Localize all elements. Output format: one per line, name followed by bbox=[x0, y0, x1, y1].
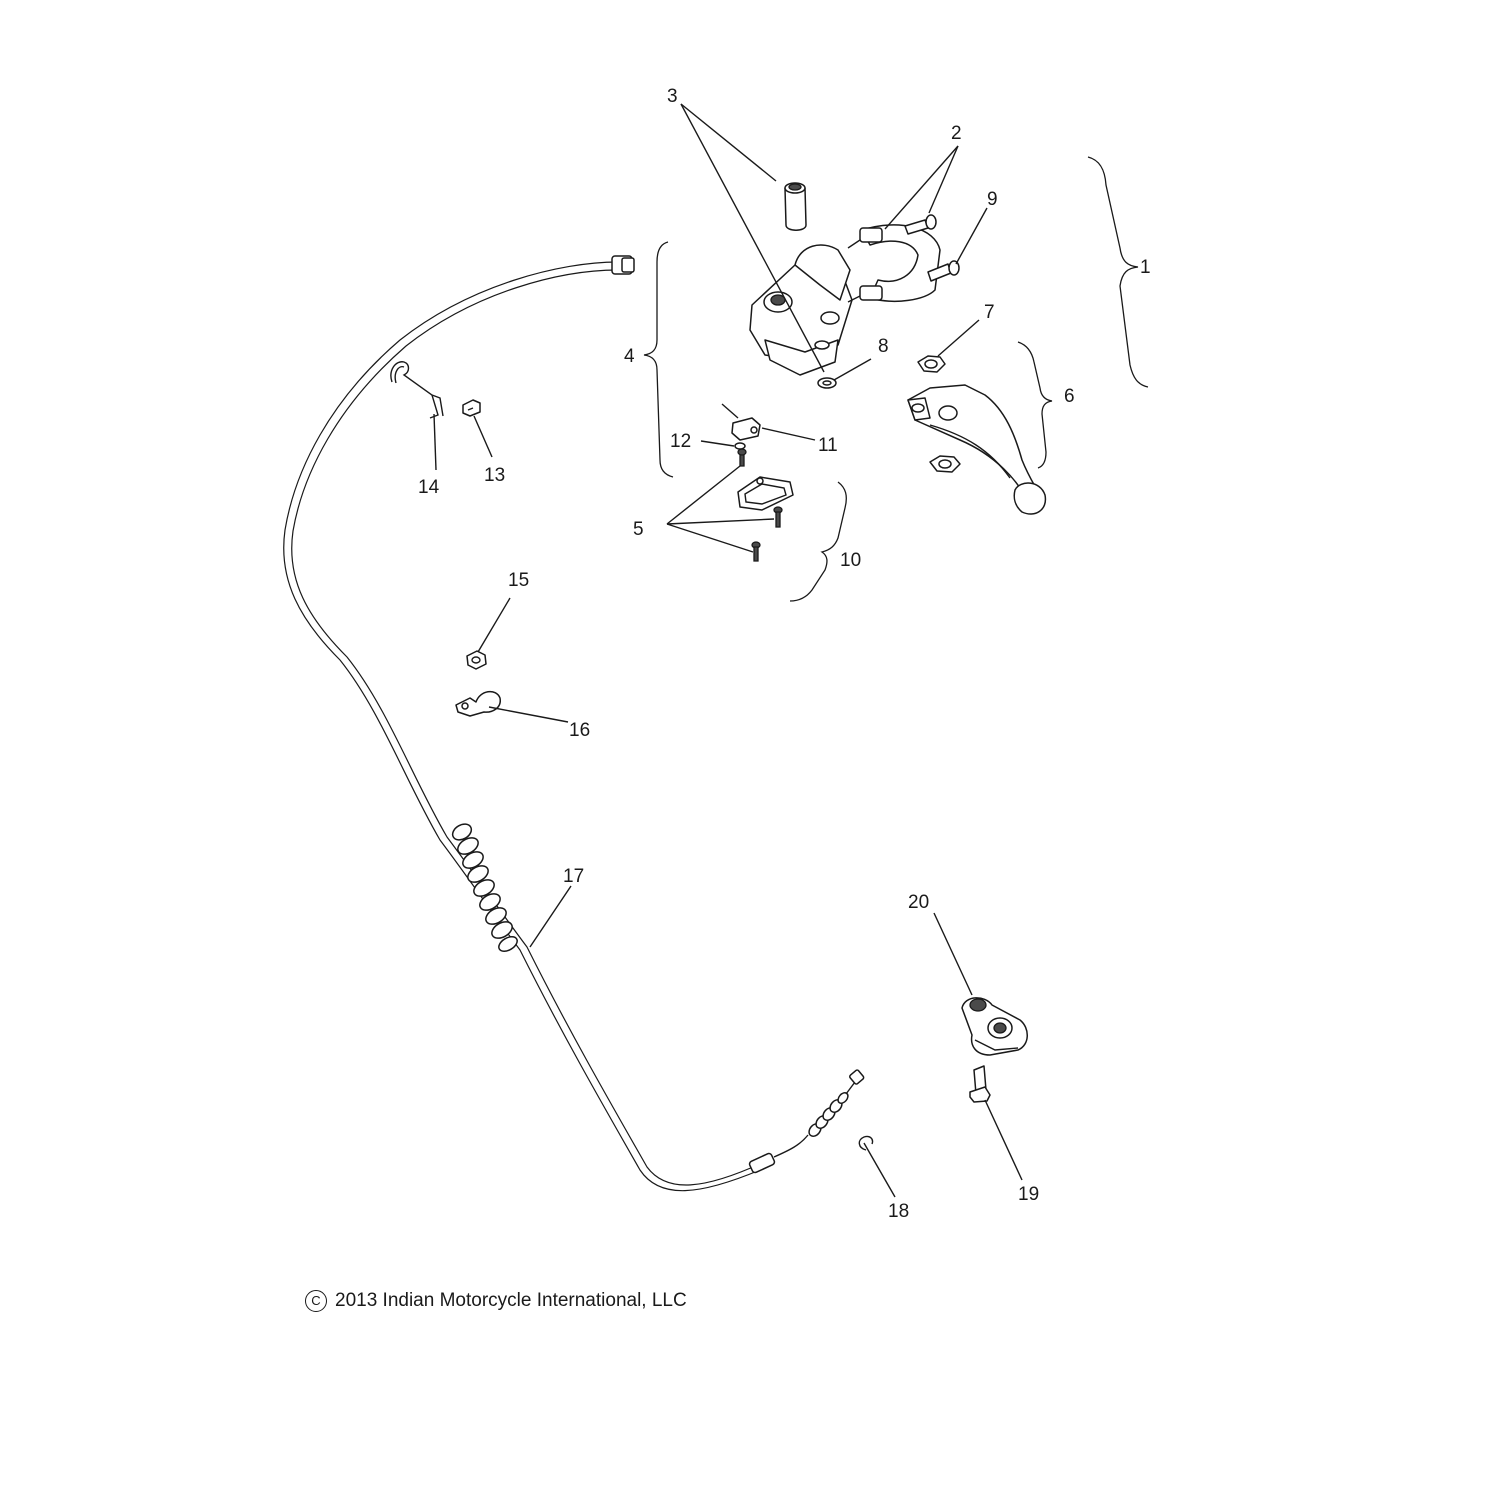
brace-4 bbox=[643, 241, 674, 478]
cover-screw-a bbox=[773, 506, 783, 528]
brace-1 bbox=[1087, 156, 1149, 388]
callout-7: 7 bbox=[984, 302, 995, 323]
switch-screw bbox=[734, 442, 747, 467]
clutch-switch bbox=[721, 403, 761, 441]
perch-cover bbox=[737, 476, 794, 511]
release-arm bbox=[961, 997, 1028, 1056]
leader-lines bbox=[433, 103, 1023, 1198]
callout-15: 15 bbox=[508, 570, 529, 591]
lever-perch bbox=[749, 244, 853, 376]
callout-16: 16 bbox=[569, 720, 590, 741]
cable-hook bbox=[390, 361, 444, 419]
callout-labels: 1 2 3 4 5 6 7 8 9 10 11 12 13 14 15 16 1… bbox=[418, 86, 1151, 1222]
callout-1: 1 bbox=[1140, 257, 1151, 278]
callout-8: 8 bbox=[878, 336, 889, 357]
washer bbox=[817, 377, 837, 389]
brace-10 bbox=[789, 481, 847, 602]
callout-19: 19 bbox=[1018, 1184, 1039, 1205]
callout-12: 12 bbox=[670, 431, 691, 452]
cable-clamp bbox=[455, 690, 501, 717]
callout-20: 20 bbox=[908, 892, 929, 913]
brace-6 bbox=[1017, 341, 1053, 469]
callout-14: 14 bbox=[418, 477, 440, 498]
copyright-notice: C 2013 Indian Motorcycle International, L… bbox=[305, 1290, 687, 1312]
clamp-screw-9 bbox=[927, 260, 960, 282]
hook-screw bbox=[462, 399, 481, 417]
release-arm-bolt bbox=[969, 1065, 991, 1103]
clutch-lever bbox=[907, 384, 1047, 515]
callout-10: 10 bbox=[840, 550, 861, 571]
callout-4: 4 bbox=[624, 346, 635, 367]
callout-5: 5 bbox=[633, 519, 644, 540]
callout-18: 18 bbox=[888, 1201, 909, 1222]
nut bbox=[466, 650, 487, 670]
callout-3: 3 bbox=[667, 86, 678, 107]
callout-11: 11 bbox=[818, 435, 838, 456]
clutch-cable bbox=[283, 255, 865, 1192]
callout-2: 2 bbox=[951, 123, 962, 144]
callout-6: 6 bbox=[1064, 386, 1075, 407]
pivot-pin bbox=[784, 182, 807, 231]
lever-clip-bottom bbox=[929, 455, 961, 473]
callout-13: 13 bbox=[484, 465, 505, 486]
circlip bbox=[858, 1135, 874, 1151]
clamp-screw-2 bbox=[904, 214, 937, 235]
lever-clip-top bbox=[917, 355, 946, 373]
copyright-text: 2013 Indian Motorcycle International, LL… bbox=[335, 1290, 687, 1311]
copyright-symbol: C bbox=[305, 1290, 327, 1312]
handlebar-clamp bbox=[847, 224, 941, 303]
cover-screw-b bbox=[751, 541, 761, 562]
callout-17: 17 bbox=[563, 866, 584, 887]
cable-boot bbox=[451, 823, 518, 952]
callout-9: 9 bbox=[987, 189, 998, 210]
cable-spring bbox=[808, 1091, 849, 1138]
